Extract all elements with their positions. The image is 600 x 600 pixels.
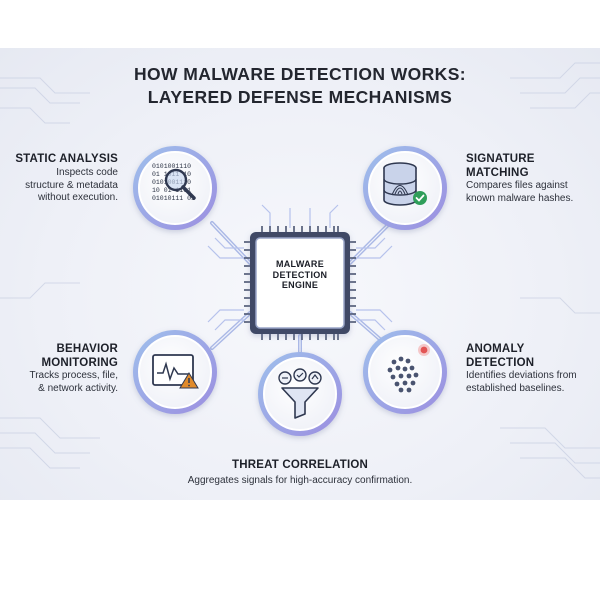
circuit-traces-decoration bbox=[0, 62, 600, 479]
anomaly-detection-description: Identifies deviations from established b… bbox=[466, 370, 598, 395]
database-fingerprint-icon bbox=[383, 162, 427, 206]
engine-label-line-2: DETECTION bbox=[272, 269, 328, 280]
anomaly-detection-desc-2: established baselines. bbox=[466, 382, 565, 394]
behavior-monitoring-title-1: BEHAVIOR bbox=[56, 343, 118, 355]
diagram-graphics: 0101001110 01 1011 10 0101001110 10 01 1… bbox=[0, 62, 600, 479]
behavior-monitoring-title: BEHAVIOR MONITORING bbox=[8, 342, 118, 370]
signature-matching-desc-1: Compares files against bbox=[466, 180, 568, 191]
anomaly-detection-title: ANOMALY DETECTION bbox=[466, 342, 596, 370]
magnifier-binary-icon: 0101001110 01 1011 10 0101001110 10 01 1… bbox=[152, 163, 196, 202]
engine-label-line-3: ENGINE bbox=[281, 280, 319, 290]
engine-label: MALWARE DETECTION ENGINE bbox=[258, 259, 342, 291]
signature-matching-title: SIGNATURE MATCHING bbox=[466, 152, 596, 180]
title-line-2: LAYERED DEFENSE MECHANISMS bbox=[147, 87, 453, 107]
detection-engine-chip bbox=[244, 226, 356, 340]
svg-text:10 01 1101: 10 01 1101 bbox=[152, 187, 191, 194]
behavior-monitoring-title-2: MONITORING bbox=[41, 357, 118, 369]
hub-circuit-traces bbox=[207, 204, 393, 331]
svg-text:0101001110: 0101001110 bbox=[152, 163, 191, 170]
behavior-monitoring-description: Tracks process, file, & network activity… bbox=[8, 370, 118, 395]
static-analysis-title: STATIC ANALYSIS bbox=[15, 153, 118, 165]
anomaly-detection-desc-1: Identifies deviations from bbox=[466, 370, 577, 381]
signature-matching-title-2: MATCHING bbox=[466, 167, 529, 179]
static-analysis-desc-2: structure & metadata bbox=[25, 179, 118, 191]
static-analysis-description: Inspects code structure & metadata witho… bbox=[8, 167, 118, 205]
anomaly-detection-title-2: DETECTION bbox=[466, 357, 535, 369]
threat-correlation-description: Aggregates signals for high-accuracy con… bbox=[187, 475, 413, 486]
diagram-canvas: 0101001110 01 1011 10 0101001110 10 01 1… bbox=[0, 48, 600, 500]
scatter-outlier-icon bbox=[387, 344, 430, 393]
title-line-1: HOW MALWARE DETECTION WORKS: bbox=[133, 64, 466, 84]
signature-matching-title-1: SIGNATURE bbox=[466, 153, 535, 165]
activity-warning-icon bbox=[152, 354, 199, 389]
signature-matching-desc-2: known malware hashes. bbox=[466, 192, 574, 204]
engine-label-line-1: MALWARE bbox=[275, 259, 325, 269]
funnel-signals-icon bbox=[278, 368, 322, 419]
threat-correlation-title: THREAT CORRELATION bbox=[231, 459, 369, 471]
signature-matching-description: Compares files against known malware has… bbox=[466, 180, 596, 205]
behavior-monitoring-desc-2: & network activity. bbox=[38, 382, 118, 394]
anomaly-detection-circle bbox=[363, 330, 447, 414]
svg-text:01010111 01: 01010111 01 bbox=[152, 195, 195, 202]
anomaly-detection-title-1: ANOMALY bbox=[466, 343, 525, 355]
static-analysis-desc-1: Inspects code bbox=[56, 167, 118, 178]
behavior-monitoring-desc-1: Tracks process, file, bbox=[29, 370, 118, 381]
static-analysis-desc-3: without execution. bbox=[37, 192, 118, 203]
